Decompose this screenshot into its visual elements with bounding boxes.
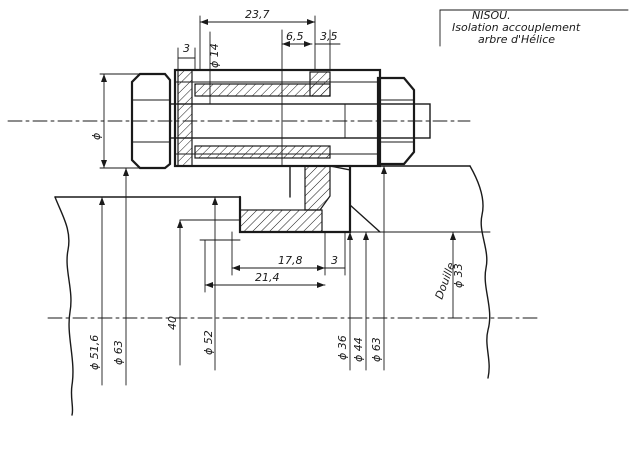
shaft-outline — [54, 165, 491, 416]
label-dim-3-5: 3,5 — [320, 30, 338, 43]
label-dim-40: 40 — [166, 316, 179, 330]
coupling-hub — [238, 164, 381, 234]
title-line-2: Isolation accouplement — [452, 21, 581, 34]
label-dia-bolt: ϕ — [90, 133, 103, 140]
label-dia-63-right: ϕ 63 — [370, 337, 383, 362]
dim-17-8: 17,8 — [231, 231, 326, 276]
label-dia-33: ϕ 33 — [452, 263, 465, 288]
bolt-head — [130, 72, 172, 170]
dim-dia-14: ϕ 14 — [208, 31, 221, 105]
label-dia-63-left: ϕ 63 — [112, 340, 125, 365]
label-dia-36: ϕ 36 — [336, 335, 349, 360]
bolt-shank — [169, 103, 431, 139]
bolt-nut — [376, 76, 416, 166]
dim-21-4: 21,4 — [204, 239, 326, 293]
label-dim-3-left: 3 — [183, 42, 190, 55]
dim-3-5: 3,5 — [314, 29, 341, 71]
dim-40: 40 — [166, 219, 183, 366]
label-dim-23-7: 23,7 — [245, 8, 270, 21]
dim-dia-51-6: ϕ 51,6 — [88, 196, 105, 386]
label-dim-3-small: 3 — [331, 254, 338, 267]
insulating-sleeve-lower — [239, 165, 331, 233]
dim-dia-bolt: ϕ — [90, 73, 141, 169]
dim-overall-top: 23,7 — [199, 8, 316, 71]
dim-dia-63-right: ϕ 63 — [370, 165, 387, 371]
dim-6-5: 6,5 — [281, 29, 313, 166]
dim-3-small: 3 — [324, 231, 346, 276]
insulating-bush-bottom — [194, 145, 331, 159]
dim-dia-63-left: ϕ 63 — [112, 167, 129, 386]
label-dim-21-4: 21,4 — [255, 271, 280, 284]
dim-3-left: 3 — [177, 42, 196, 71]
label-dia-14: ϕ 14 — [208, 43, 221, 68]
label-dia-51-6: ϕ 51,6 — [88, 335, 101, 370]
dim-dia-52: ϕ 52 — [202, 196, 218, 371]
dim-dia-36: ϕ 36 — [336, 231, 353, 371]
title-line-1: NISOU. — [472, 9, 511, 22]
insulating-washer-left — [177, 69, 193, 167]
dim-dia-44: ϕ 44 — [352, 231, 369, 371]
label-dia-44: ϕ 44 — [352, 337, 365, 362]
center-lines — [7, 120, 541, 319]
label-dim-6-5: 6,5 — [286, 30, 304, 43]
label-dia-52: ϕ 52 — [202, 330, 215, 355]
title-block: NISOU. Isolation accouplement arbre d'Hé… — [439, 9, 629, 47]
title-line-3: arbre d'Hélice — [478, 33, 555, 46]
label-dim-17-8: 17,8 — [278, 254, 303, 267]
dim-dia-33: ϕ 33 Douille — [433, 231, 465, 319]
insulating-bush-top — [194, 71, 331, 97]
